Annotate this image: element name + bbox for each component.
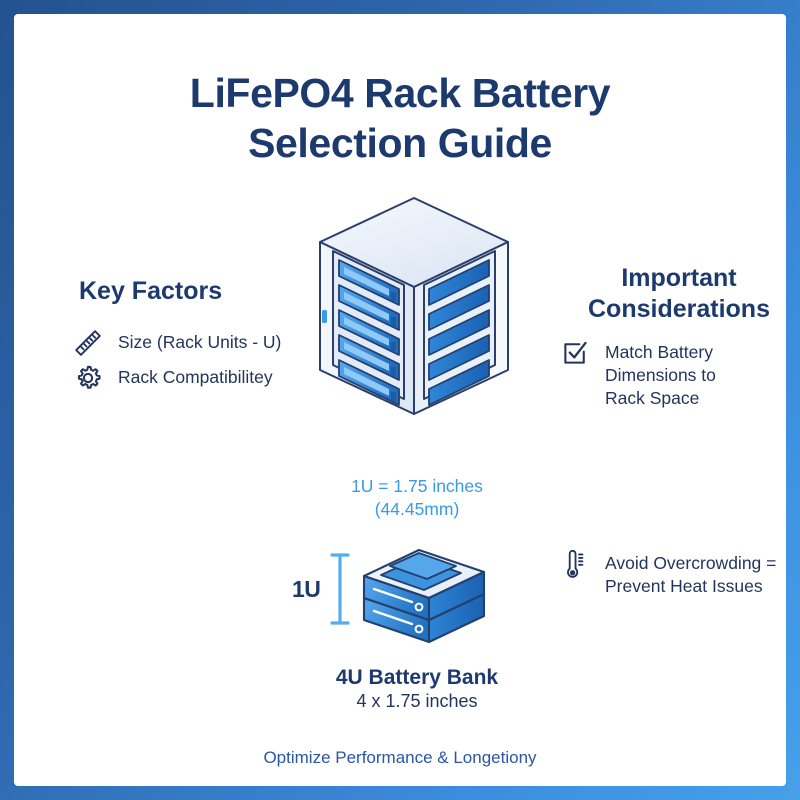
considerations-heading-line-1: Important	[621, 264, 737, 292]
gear-icon	[72, 362, 104, 394]
battery-bank-subtitle: 4 x 1.75 inches	[356, 691, 478, 711]
consideration-match-dimensions-label: Match Battery Dimensions to Rack Space	[605, 337, 716, 410]
ruler-icon	[72, 327, 104, 359]
key-factor-compatibility-label: Rack Compatibilitey	[118, 367, 273, 387]
heat-line-2: Prevent Heat Issues	[605, 576, 763, 597]
match-line-2: Dimensions to	[605, 365, 716, 386]
match-line-1: Match Battery	[605, 342, 713, 362]
key-factor-size-label: Size (Rack Units - U)	[118, 332, 282, 352]
key-factor-compatibility: Rack Compatibilitey	[72, 362, 273, 394]
footer-note: Optimize Performance & Longetiony	[263, 748, 537, 767]
title-line-2: Selection Guide	[248, 120, 552, 167]
title-line-1: LiFePO4 Rack Battery	[189, 70, 611, 116]
considerations-heading-line-2: Considerations	[588, 294, 770, 323]
server-rack-illustration	[307, 192, 521, 429]
match-line-3: Rack Space	[605, 388, 700, 409]
unit-caption-line-1: 1U = 1.75 inches	[351, 476, 483, 496]
thermometer-icon	[559, 548, 591, 580]
considerations-heading: Important Considerations	[584, 263, 774, 324]
poster-panel: LiFePO4 Rack Battery Selection Guide Key…	[14, 14, 786, 786]
unit-size-caption: 1U = 1.75 inches (44.45mm)	[297, 475, 537, 522]
dimension-line	[330, 553, 350, 625]
dimension-label: 1U	[292, 576, 321, 602]
key-factor-size: Size (Rack Units - U)	[72, 327, 281, 359]
unit-caption-line-2: (44.45mm)	[374, 499, 460, 520]
key-factors-heading: Key Factors	[79, 277, 223, 305]
checkbox-checked-icon	[559, 337, 591, 369]
heat-line-1: Avoid Overcrowding =	[605, 553, 777, 573]
consideration-match-dimensions: Match Battery Dimensions to Rack Space	[559, 337, 716, 410]
page-title: LiFePO4 Rack Battery Selection Guide	[14, 68, 786, 169]
battery-bank-title: 4U Battery Bank	[335, 666, 499, 689]
consideration-avoid-overcrowding-label: Avoid Overcrowding = Prevent Heat Issues	[605, 548, 776, 598]
consideration-avoid-overcrowding: Avoid Overcrowding = Prevent Heat Issues	[559, 548, 776, 598]
battery-bank-illustration	[286, 542, 506, 657]
